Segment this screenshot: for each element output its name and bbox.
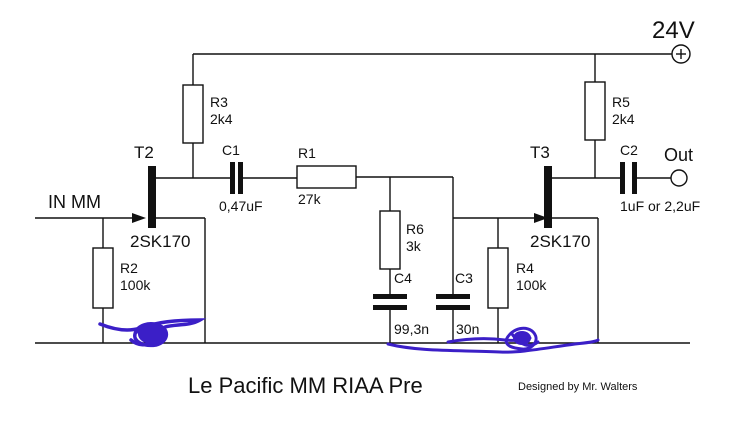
schematic-title: Le Pacific MM RIAA Pre bbox=[188, 373, 423, 398]
output-label: Out bbox=[664, 145, 693, 165]
c2-ref: C2 bbox=[620, 142, 638, 158]
input-label: IN MM bbox=[48, 192, 101, 212]
t3-ref: T3 bbox=[530, 143, 550, 162]
r6-ref: R6 bbox=[406, 221, 424, 237]
scribble-right-blob bbox=[513, 331, 531, 345]
r2-ref: R2 bbox=[120, 260, 138, 276]
c3-value: 30n bbox=[456, 321, 479, 337]
t2-transistor-bar bbox=[148, 166, 156, 228]
scribble-left-blob bbox=[138, 324, 166, 344]
resistor-bodies bbox=[92, 81, 606, 309]
r2-body bbox=[92, 247, 114, 309]
r1-body bbox=[296, 165, 357, 189]
c2-value: 1uF or 2,2uF bbox=[620, 198, 700, 214]
r6-body bbox=[379, 210, 401, 270]
r5-body bbox=[584, 81, 606, 141]
supply-label: 24V bbox=[652, 17, 695, 44]
t3-transistor-bar bbox=[544, 166, 552, 228]
c2-plate-left bbox=[620, 162, 625, 194]
c2-plate-right bbox=[632, 162, 637, 194]
c1-value: 0,47uF bbox=[219, 198, 263, 214]
c3-ref: C3 bbox=[455, 270, 473, 286]
t3-part: 2SK170 bbox=[530, 232, 591, 251]
c1-plate-left bbox=[230, 162, 235, 194]
c4-plate-bottom bbox=[373, 305, 407, 310]
r1-value: 27k bbox=[298, 191, 322, 207]
r4-body bbox=[487, 247, 509, 309]
r5-value: 2k4 bbox=[612, 111, 635, 127]
r3-ref: R3 bbox=[210, 94, 228, 110]
r4-ref: R4 bbox=[516, 260, 534, 276]
t2-ref: T2 bbox=[134, 143, 154, 162]
r3-value: 2k4 bbox=[210, 111, 233, 127]
c1-ref: C1 bbox=[222, 142, 240, 158]
plus-circle-icon bbox=[671, 44, 691, 64]
c3-plate-bottom bbox=[436, 305, 470, 310]
designer-credit: Designed by Mr. Walters bbox=[518, 381, 638, 393]
c4-plate-top bbox=[373, 294, 407, 299]
r6-value: 3k bbox=[406, 238, 422, 254]
input-arrow-icon bbox=[132, 213, 146, 223]
t3-gate-arrow-icon bbox=[534, 213, 548, 223]
r3-body bbox=[182, 84, 204, 144]
r4-value: 100k bbox=[516, 277, 547, 293]
r2-value: 100k bbox=[120, 277, 151, 293]
t2-part: 2SK170 bbox=[130, 232, 191, 251]
capacitor-plates bbox=[230, 162, 637, 310]
c4-ref: C4 bbox=[394, 270, 412, 286]
r5-ref: R5 bbox=[612, 94, 630, 110]
c1-plate-right bbox=[238, 162, 243, 194]
c4-value: 99,3n bbox=[394, 321, 429, 337]
output-terminal-icon bbox=[670, 169, 688, 187]
c3-plate-top bbox=[436, 294, 470, 299]
r1-ref: R1 bbox=[298, 145, 316, 161]
